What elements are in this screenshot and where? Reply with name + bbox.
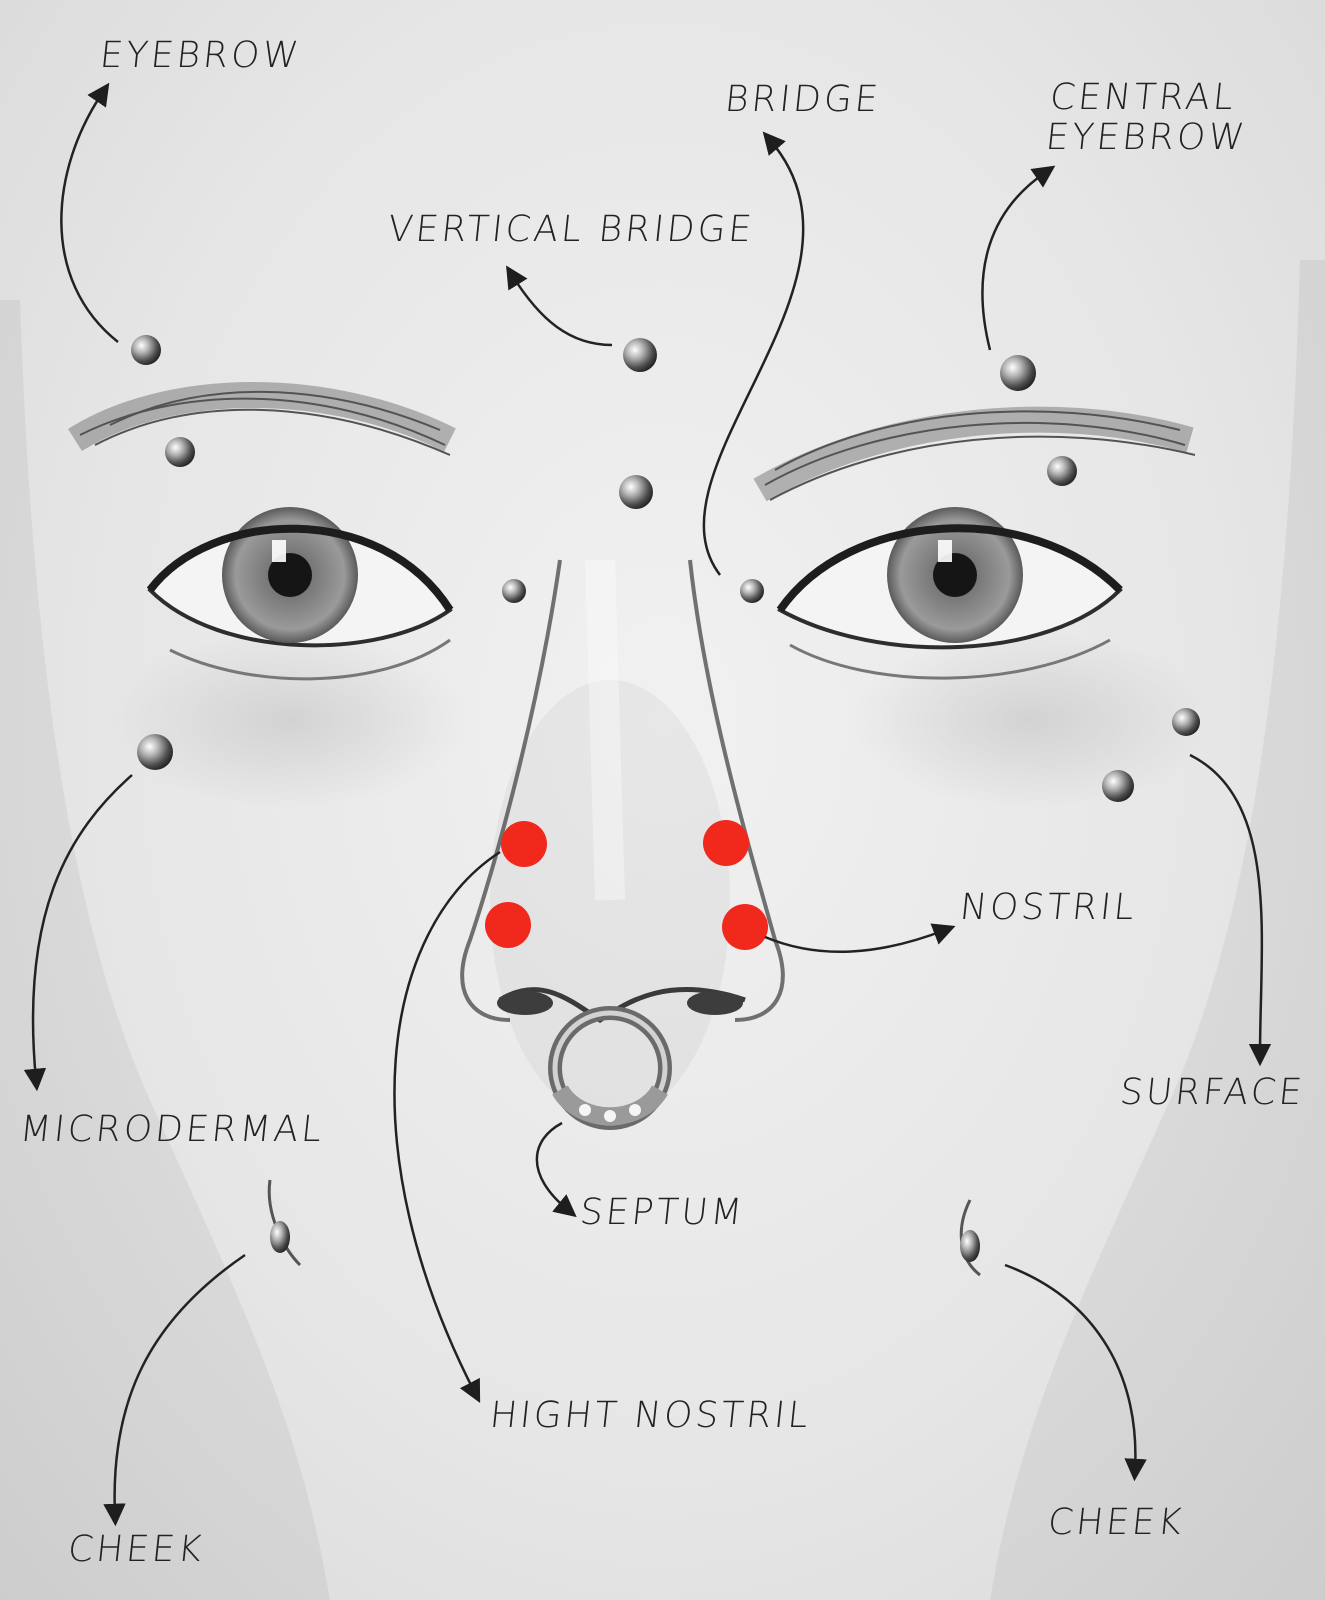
septum-arrow (535, 1121, 577, 1218)
label-cheek-left: CHEEK (65, 1529, 207, 1570)
label-bridge: BRIDGE (722, 79, 883, 120)
left-eye (146, 507, 454, 681)
cheek-left-stud-icon (270, 1221, 290, 1253)
red-dot-marker (501, 821, 547, 867)
eyebrow-upper-stud-icon (131, 335, 161, 365)
label-microdermal: MICRODERMAL (17, 1109, 327, 1150)
bridge-arrow (702, 131, 805, 576)
label-vertical-bridge: VERTICAL BRIDGE (385, 209, 757, 250)
eyebrow-lower-stud-icon (165, 437, 195, 467)
label-septum: SEPTUM (577, 1192, 747, 1233)
hight-nostril-arrow (393, 850, 501, 1404)
septum-ring (548, 1006, 672, 1130)
surface-upper-stud-icon (1172, 708, 1200, 736)
central-eyebrow-arrow (981, 165, 1056, 351)
bridge-right-stud-icon (740, 579, 764, 603)
label-nostril: NOSTRIL (957, 887, 1140, 928)
nostril-markers (485, 820, 768, 950)
red-dot-marker (722, 904, 768, 950)
label-central-eyebrow-line2: EYEBROW (1043, 116, 1250, 158)
red-dot-marker (703, 820, 749, 866)
red-dot-marker (485, 902, 531, 948)
label-central-eyebrow-line1: CENTRAL (1047, 77, 1239, 118)
face-shading (0, 260, 1325, 1600)
label-cheek-right: CHEEK (1045, 1502, 1187, 1543)
label-eyebrow: EYEBROW (97, 35, 304, 76)
left-eyebrow (68, 382, 456, 456)
microdermal-stud-icon (137, 734, 173, 770)
bridge-left-stud-icon (502, 579, 526, 603)
cheek-right-arrow (1004, 1263, 1147, 1482)
microdermal-arrow (23, 774, 133, 1092)
nose (460, 559, 785, 1024)
vertical-bridge-lower-stud-icon (619, 475, 653, 509)
label-hight-nostril: HIGHT NOSTRIL (487, 1395, 814, 1436)
eyebrow-arrow (60, 82, 119, 343)
label-surface: SURFACE (1117, 1072, 1307, 1113)
label-central-eyebrow: CENTRAL EYEBROW (1043, 77, 1253, 158)
cheek-right-stud-icon (960, 1230, 980, 1262)
studs (131, 335, 1200, 1262)
central-eyebrow-lower-stud-icon (1047, 456, 1077, 486)
vertical-bridge-arrow (506, 265, 613, 347)
right-eyebrow (753, 406, 1196, 502)
nostril-arrow (764, 923, 956, 954)
central-eyebrow-upper-stud-icon (1000, 355, 1036, 391)
right-eye (776, 507, 1123, 680)
surface-arrow (1189, 753, 1272, 1067)
cheek-left-arrow (103, 1253, 246, 1527)
arrows (23, 82, 1272, 1527)
vertical-bridge-upper-stud-icon (623, 338, 657, 372)
surface-lower-stud-icon (1102, 770, 1134, 802)
